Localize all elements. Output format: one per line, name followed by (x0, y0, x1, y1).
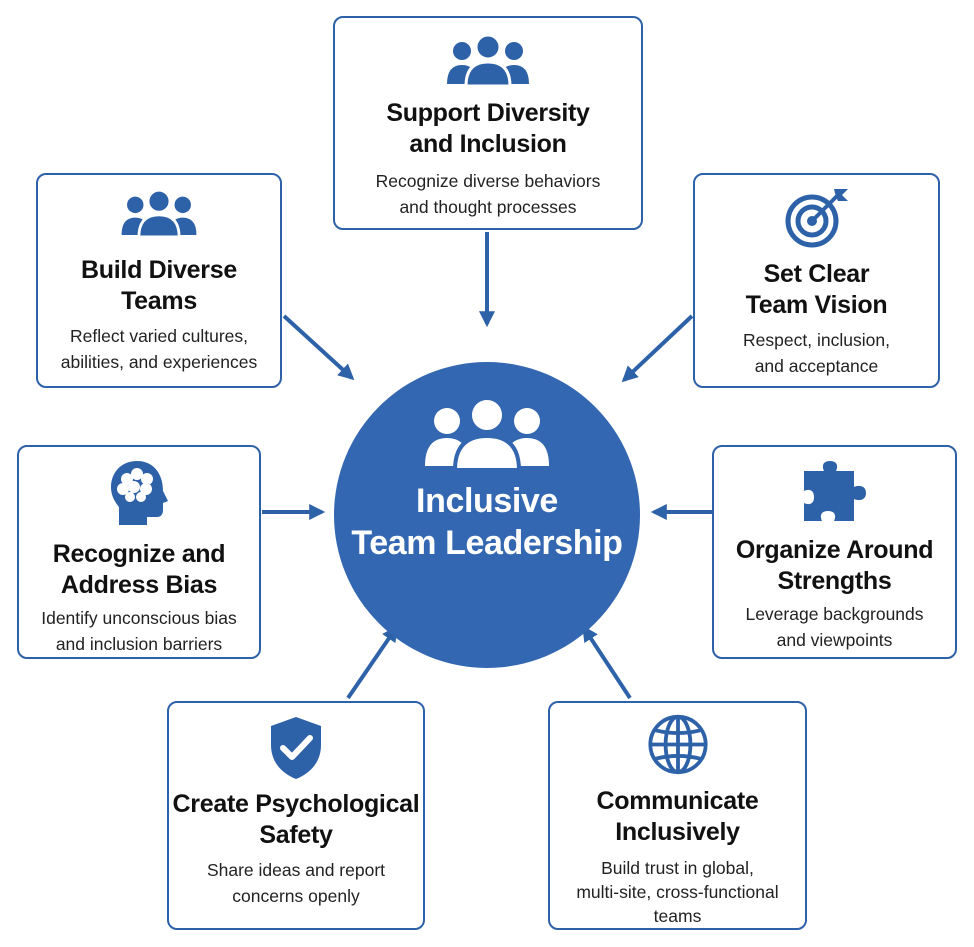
card-desc-line2: concerns openly (232, 886, 360, 906)
shield-check-icon (271, 717, 321, 779)
card-desc-line1: Build trust in global, (601, 858, 754, 878)
card-build-diverse-teams: Build Diverse Teams Reflect varied cultu… (36, 173, 282, 388)
card-desc-line1: Leverage backgrounds (745, 604, 924, 624)
card-desc-line1: Reflect varied cultures, (70, 326, 248, 346)
card-title-line2: Team Vision (745, 291, 888, 319)
card-title-line1: Support Diversity (386, 99, 590, 127)
arrow-psych-safety (346, 625, 398, 700)
card-desc-line2: abilities, and experiences (60, 352, 258, 372)
card-address-bias: Recognize and Address Bias Identify unco… (17, 445, 261, 659)
card-title-line1: Create Psychological (172, 790, 420, 818)
target-icon (785, 189, 848, 248)
center-hub: Inclusive Team Leadership (334, 362, 640, 668)
card-title-line2: and Inclusion (409, 130, 567, 158)
card-desc-line1: Share ideas and report (206, 860, 386, 880)
card-title-line1: Organize Around (735, 536, 934, 564)
card-desc-line1: Identify unconscious bias (41, 608, 237, 628)
arrow-diverse-teams (282, 314, 355, 381)
brain-head-icon (111, 461, 168, 525)
card-title-line1: Build Diverse (81, 256, 237, 284)
card-title-line1: Set Clear (763, 260, 870, 288)
card-desc-line1: Recognize diverse behaviors (375, 171, 601, 191)
card-title-line2: Inclusively (615, 818, 740, 846)
card-desc-line2: and acceptance (754, 356, 879, 376)
card-title-line2: Safety (259, 821, 333, 849)
card-desc-line2: and thought processes (399, 197, 577, 217)
people-group-icon (121, 189, 197, 239)
card-support-diversity: Support Diversity and Inclusion Recogniz… (333, 16, 643, 230)
puzzle-piece-icon (803, 461, 866, 521)
card-title-line2: Address Bias (60, 571, 218, 599)
card-communicate: Communicate Inclusively Build trust in g… (548, 701, 807, 930)
card-desc-line1: Respect, inclusion, (743, 330, 890, 350)
card-desc-line2: and inclusion barriers (55, 634, 223, 654)
card-desc-line2: and viewpoints (776, 630, 893, 650)
center-title-line2: Team Leadership (351, 524, 623, 562)
card-desc-line3: teams (653, 906, 702, 926)
card-team-vision: Set Clear Team Vision Respect, inclusion… (693, 173, 940, 388)
card-title-line2: Strengths (777, 567, 892, 595)
center-title-line1: Inclusive (416, 482, 558, 520)
card-title-line1: Recognize and (52, 540, 226, 568)
arrow-team-vision (621, 314, 694, 383)
card-desc-line2: multi-site, cross-functional (576, 882, 779, 902)
globe-icon (647, 714, 708, 775)
arrow-communicate (582, 625, 632, 700)
card-psych-safety: Create Psychological Safety Share ideas … (167, 701, 425, 930)
people-group-icon (447, 34, 529, 88)
card-title-line2: Teams (121, 287, 197, 315)
card-title-line1: Communicate (596, 787, 759, 815)
people-group-icon (425, 396, 549, 472)
card-strengths: Organize Around Strengths Leverage backg… (712, 445, 957, 659)
